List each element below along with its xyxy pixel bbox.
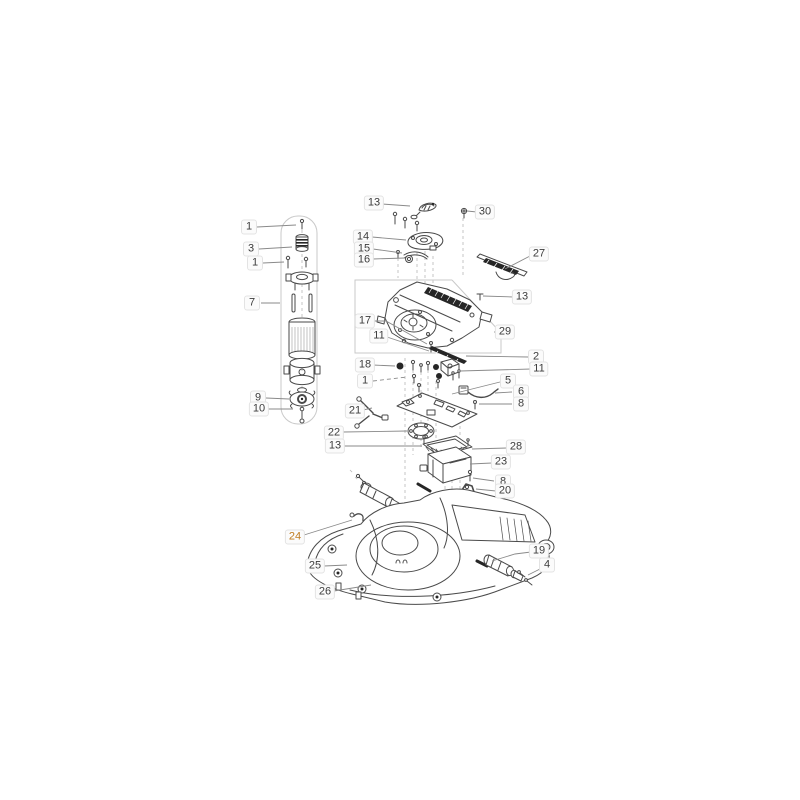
screw-13-right — [476, 293, 484, 301]
leader-line-26 — [333, 584, 372, 592]
part-callout-1: 1 — [357, 373, 373, 389]
part-callout-29: 29 — [494, 324, 516, 340]
deck-box-29 — [354, 279, 502, 354]
bracket-20-group — [461, 469, 475, 493]
part-callout-1: 1 — [241, 219, 257, 235]
motor-column-frame — [280, 215, 318, 425]
leader-line-25 — [323, 564, 348, 567]
part-callout-11: 11 — [529, 361, 549, 377]
part-callout-21: 21 — [344, 403, 366, 419]
leader-line-1 — [256, 224, 297, 228]
part-callout-3: 3 — [243, 241, 259, 257]
part-callout-26: 26 — [314, 584, 336, 600]
part-callout-30: 30 — [474, 204, 496, 220]
leader-line-11 — [459, 368, 532, 372]
frame-28 — [422, 435, 473, 457]
leader-line-23 — [469, 462, 493, 465]
part-callout-11: 11 — [369, 328, 389, 344]
leader-line-13 — [381, 203, 411, 207]
leader-line-24 — [303, 519, 353, 536]
leader-line-2 — [465, 355, 529, 358]
leader-line-20 — [475, 488, 497, 492]
leader-line-3 — [258, 246, 293, 250]
leader-line-1 — [372, 376, 408, 382]
part-callout-13: 13 — [324, 438, 346, 454]
wheel-motor-19 — [475, 554, 533, 586]
leader-line-9 — [265, 397, 290, 400]
part-callout-1: 1 — [247, 255, 263, 271]
leader-line-1 — [262, 261, 285, 264]
leader-line-5 — [451, 381, 501, 395]
leader-line-22 — [342, 430, 408, 433]
leader-line-16 — [372, 257, 406, 260]
leader-line-13 — [482, 295, 515, 298]
part-callout-8: 8 — [513, 396, 529, 412]
part-callout-13: 13 — [363, 195, 385, 211]
screw-30 — [460, 207, 468, 219]
part-callout-20: 20 — [494, 483, 516, 499]
deck-plate — [376, 281, 493, 353]
part-callout-28: 28 — [505, 439, 527, 455]
battery-box-23 — [416, 446, 472, 493]
leader-line-19 — [491, 551, 532, 562]
leader-line-27 — [504, 255, 531, 270]
chassis-base — [306, 488, 555, 605]
part-callout-24: 24 — [284, 529, 306, 545]
part-callout-6: 6 — [513, 384, 529, 400]
part-callout-18: 18 — [354, 357, 376, 373]
left-motor-assembly — [283, 218, 321, 424]
leader-line-6 — [494, 391, 513, 394]
ring-22 — [407, 422, 435, 440]
part-callout-16: 16 — [353, 252, 375, 268]
pcb-5 — [396, 379, 478, 428]
part-callout-19: 19 — [528, 543, 550, 559]
part-callout-4: 4 — [539, 557, 555, 573]
part-callout-10: 10 — [248, 401, 270, 417]
leader-line-8 — [472, 477, 495, 482]
part-callout-27: 27 — [528, 246, 550, 262]
part-callout-5: 5 — [500, 373, 516, 389]
leader-line-18 — [372, 364, 396, 367]
part-callout-17: 17 — [354, 313, 376, 329]
blade-27 — [476, 253, 528, 280]
part-callout-23: 23 — [490, 454, 512, 470]
part-callout-25: 25 — [304, 558, 326, 574]
leader-line-17 — [373, 320, 428, 345]
part-callout-13: 13 — [511, 289, 533, 305]
leader-line-28 — [471, 447, 508, 450]
leader-line-14 — [371, 236, 407, 241]
part-callout-7: 7 — [244, 295, 260, 311]
leader-line-15 — [372, 248, 403, 254]
fasteners-cluster — [396, 359, 442, 384]
leader-line-11 — [386, 336, 430, 352]
harness-21 — [354, 396, 389, 429]
